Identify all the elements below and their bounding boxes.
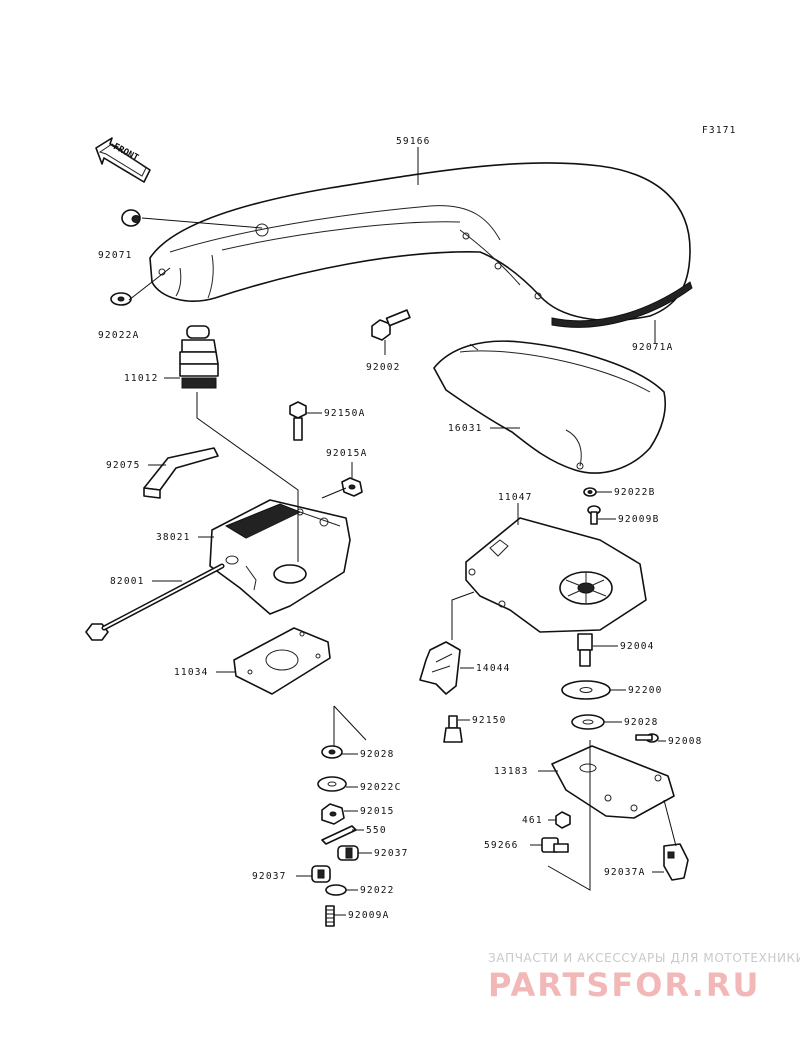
part-label: 92015 <box>360 806 395 817</box>
screw-part <box>635 733 659 743</box>
nut-part <box>555 811 571 829</box>
part-label: 92028 <box>360 749 395 760</box>
stud-part <box>577 633 593 667</box>
watermark-brand: PARTSFOR.RU <box>488 966 760 1004</box>
leader-lines <box>128 147 677 916</box>
clamp-part <box>311 865 331 883</box>
part-label: 92075 <box>106 460 141 471</box>
part-label: 92037A <box>604 867 646 878</box>
front-arrow-icon <box>95 137 151 183</box>
part-label: 92150 <box>472 715 507 726</box>
washer-part <box>561 680 611 700</box>
part-label: 92071 <box>98 250 133 261</box>
part-label: 92028 <box>624 717 659 728</box>
washer-part <box>583 487 597 497</box>
bolt-part <box>325 905 335 927</box>
mount-plate-part <box>551 745 675 819</box>
seat-cover-part <box>149 162 691 321</box>
diagram-code: F3171 <box>702 125 737 136</box>
part-label: 92022C <box>360 782 402 793</box>
clamp-part <box>663 843 689 881</box>
part-label: 11047 <box>498 492 533 503</box>
part-label: 11034 <box>174 667 209 678</box>
part-label: 92015A <box>326 448 368 459</box>
plate-part <box>465 517 647 633</box>
long-bolt-part <box>85 563 225 641</box>
part-label: 92022A <box>98 330 140 341</box>
rubber-boot-part <box>179 325 219 389</box>
bolt-part <box>289 401 307 441</box>
nut-part <box>341 477 363 497</box>
part-label: 11012 <box>124 373 159 384</box>
part-label: 550 <box>366 825 387 836</box>
nozzle-part <box>541 837 569 853</box>
part-label: 16031 <box>448 423 483 434</box>
part-label: 92037 <box>252 871 287 882</box>
nut-part <box>321 803 345 825</box>
part-label: 92071A <box>632 342 674 353</box>
bracket-part <box>209 499 351 615</box>
part-label: 82001 <box>110 576 145 587</box>
bolt-part <box>371 309 411 341</box>
pad-part <box>143 447 219 499</box>
part-label: 92009A <box>348 910 390 921</box>
part-label: 461 <box>522 815 543 826</box>
watermark-tagline: ЗАПЧАСТИ И АКСЕССУАРЫ ДЛЯ МОТОТЕХНИКИ <box>488 951 800 965</box>
part-label: 92037 <box>374 848 409 859</box>
part-label: 92022 <box>360 885 395 896</box>
clamp-part <box>337 845 359 861</box>
part-label: 59266 <box>484 840 519 851</box>
washer-part <box>110 292 132 306</box>
gasket-part <box>233 627 331 695</box>
part-label: 92200 <box>628 685 663 696</box>
cotter-pin-part <box>321 825 357 845</box>
part-label: 14044 <box>476 663 511 674</box>
part-label: 92009B <box>618 514 660 525</box>
part-label: 13183 <box>494 766 529 777</box>
washer-part <box>325 884 347 896</box>
part-label: 92022B <box>614 487 656 498</box>
screw-part <box>587 505 601 525</box>
clip-part <box>419 641 461 695</box>
washer-part <box>571 714 605 730</box>
cover-part <box>433 340 666 474</box>
bolt-part <box>443 715 463 743</box>
washer-part <box>321 745 343 759</box>
part-label: 92004 <box>620 641 655 652</box>
part-label: 59166 <box>396 136 431 147</box>
grommet-part <box>121 209 141 227</box>
washer-part <box>317 776 347 792</box>
part-label: 38021 <box>156 532 191 543</box>
part-label: 92150A <box>324 408 366 419</box>
seal-strip-part <box>551 281 693 328</box>
part-label: 92008 <box>668 736 703 747</box>
part-label: 92002 <box>366 362 401 373</box>
